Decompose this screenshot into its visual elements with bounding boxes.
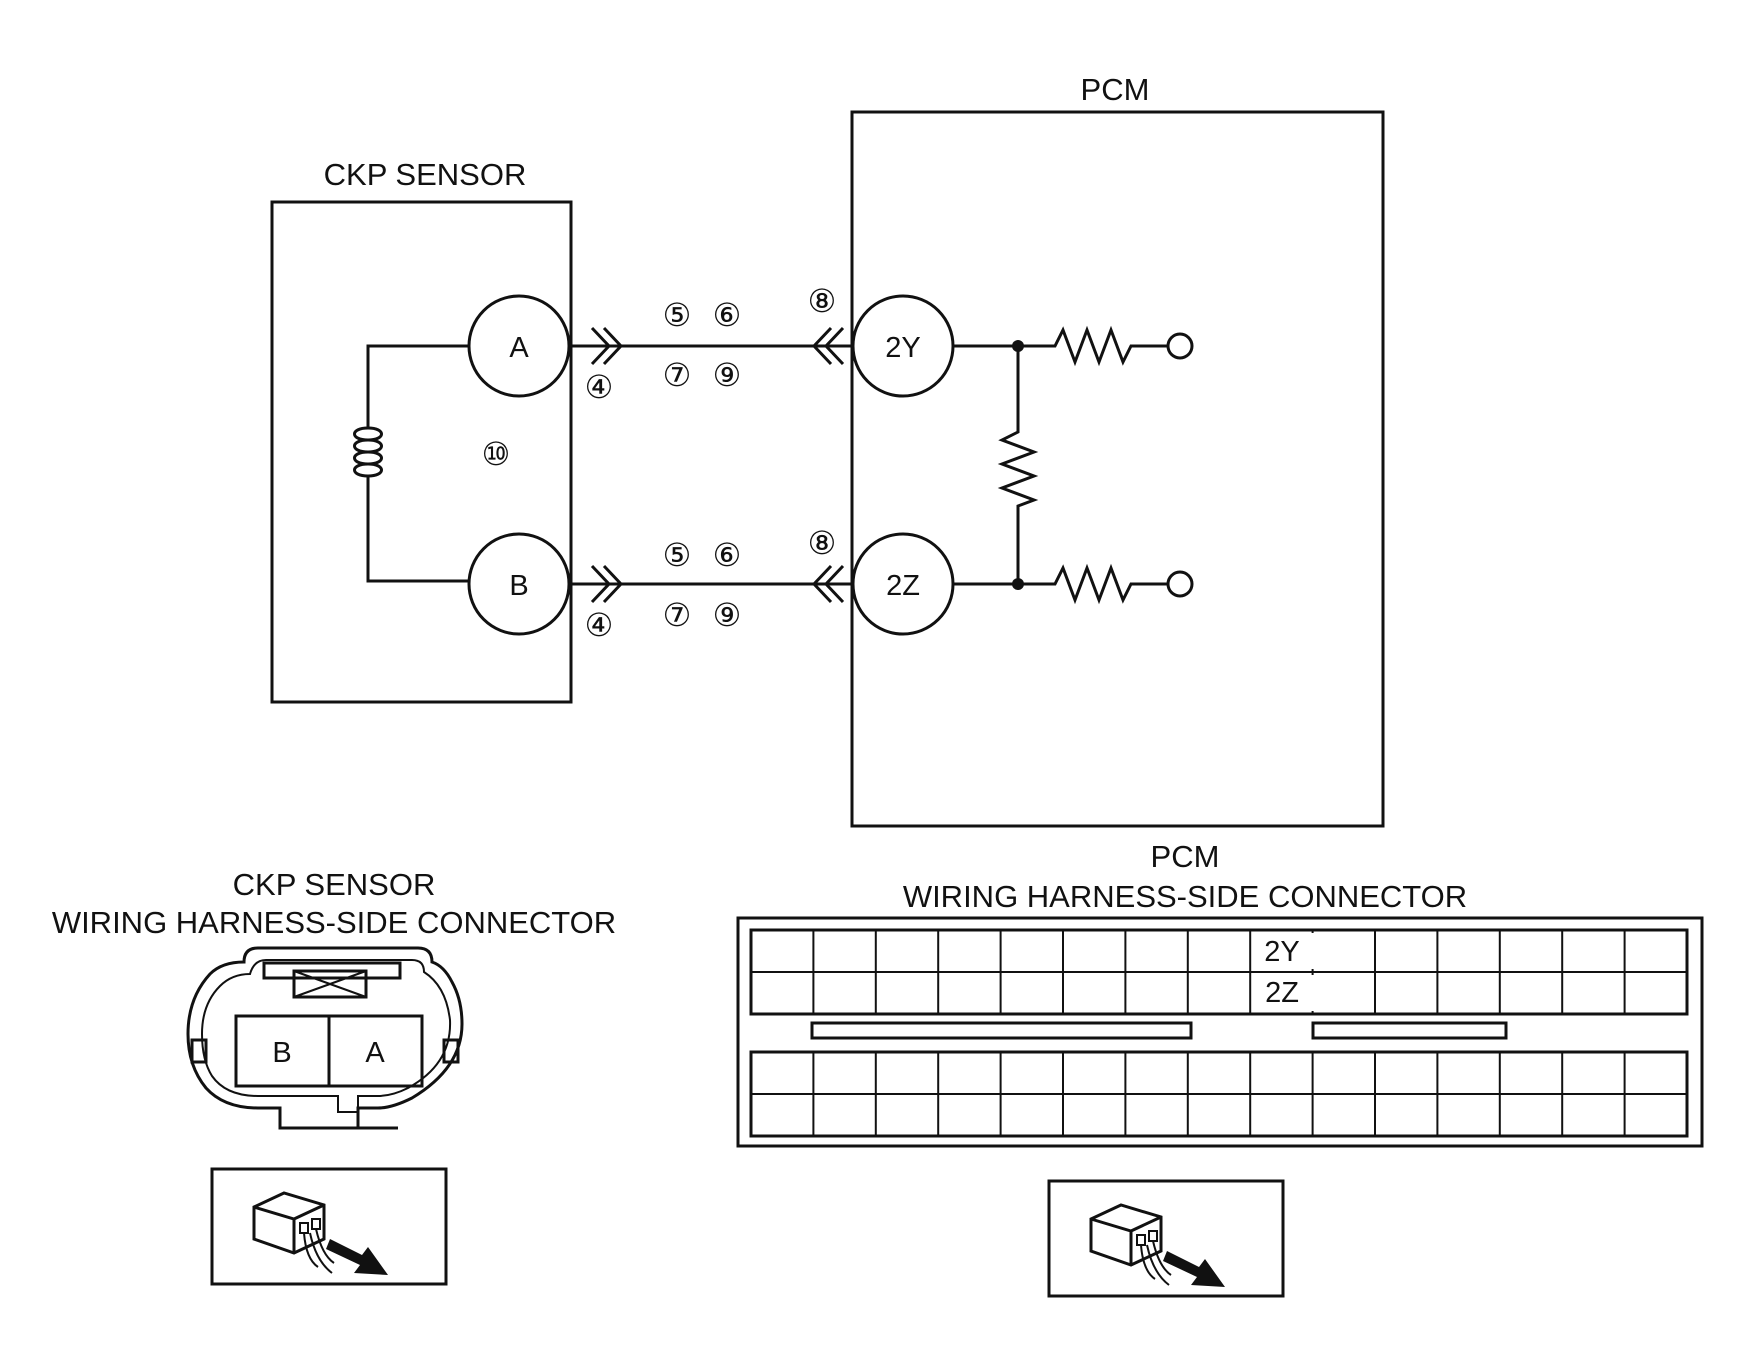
step-marker-10: ⑩	[482, 436, 511, 472]
ckp-pin-b-label: B	[509, 570, 528, 602]
resistor-vertical-icon	[997, 346, 1039, 584]
step-marker-5-b: ⑤	[663, 537, 692, 573]
step-marker-6-b: ⑥	[713, 537, 742, 573]
coil-wire-top	[366, 344, 469, 428]
connector-a-sensor-side-icon	[590, 326, 624, 366]
ckp-connector-latch-bar	[262, 961, 402, 980]
step-marker-9-a: ⑨	[713, 357, 742, 393]
coil-icon	[353, 426, 383, 478]
step-marker-4-a: ④	[585, 369, 614, 405]
pcm-connector-title-line1: PCM	[1151, 839, 1220, 874]
ckp-connector-pin-b: B	[272, 1037, 291, 1069]
ckp-connector-left-tab	[190, 1038, 208, 1064]
ckp-connector-inner-outline	[200, 959, 452, 1113]
pcm-connector-bottom-grid	[749, 1050, 1689, 1138]
ckp-sensor-box	[270, 200, 573, 704]
pcm-pin-2y-cell	[1254, 933, 1314, 969]
resistor-top-icon	[953, 325, 1168, 367]
ckp-connector-view: CKP SENSOR WIRING HARNESS-SIDE CONNECTOR…	[52, 867, 616, 1130]
ckp-connector-title-line1: CKP SENSOR	[233, 867, 436, 902]
connector-probe-icon	[210, 1167, 448, 1286]
pcm-pin-2z-cell	[1254, 975, 1314, 1011]
step-marker-7-b: ⑦	[663, 597, 692, 633]
junction-dot-top	[1012, 340, 1024, 352]
connector-b-pcm-side-icon	[811, 564, 845, 604]
pcm-connector-view: PCM WIRING HARNESS-SIDE CONNECTOR 2Y 2Z	[736, 839, 1704, 1148]
pcm-connector-title-line2: WIRING HARNESS-SIDE CONNECTOR	[903, 879, 1467, 914]
wire-a: ④ ⑤ ⑥ ⑦ ⑨ ⑧	[569, 283, 853, 405]
ckp-pin-a-label: A	[509, 332, 529, 364]
pcm-connector-outline	[736, 916, 1704, 1148]
pcm-block: PCM 2Y 2Z	[850, 72, 1385, 828]
step-marker-9-b: ⑨	[713, 597, 742, 633]
pcm-box	[850, 110, 1385, 828]
terminal-top-icon	[1166, 332, 1194, 360]
ckp-connector-title-line2: WIRING HARNESS-SIDE CONNECTOR	[52, 905, 616, 940]
ckp-sensor-title: CKP SENSOR	[324, 157, 527, 192]
pcm-connector-pin-2y: 2Y	[1264, 936, 1299, 968]
pcm-pin-2y-label: 2Y	[885, 332, 920, 364]
pcm-title: PCM	[1081, 72, 1150, 107]
ckp-sensor-block: CKP SENSOR A B ⑩	[270, 157, 573, 704]
step-marker-6-a: ⑥	[713, 297, 742, 333]
ckp-connector-outline	[186, 946, 464, 1130]
step-marker-5-a: ⑤	[663, 297, 692, 333]
coil-wire-bottom	[366, 476, 469, 583]
pcm-connector-key-slot-right	[1311, 1021, 1508, 1040]
ckp-connector-right-tab	[442, 1038, 460, 1064]
step-marker-4-b: ④	[585, 607, 614, 643]
wire-b: ④ ⑤ ⑥ ⑦ ⑨ ⑧	[569, 525, 853, 643]
ckp-connector-lock	[292, 969, 368, 999]
connector-b-sensor-side-icon	[590, 564, 624, 604]
pcm-pin-2z-label: 2Z	[886, 570, 920, 602]
connector-probe-icon	[1047, 1179, 1285, 1298]
step-marker-8-a: ⑧	[808, 283, 837, 319]
step-marker-8-b: ⑧	[808, 525, 837, 561]
pcm-connector-key-slot-left	[810, 1021, 1193, 1040]
pcm-connector-top-grid	[749, 928, 1689, 1016]
connector-a-pcm-side-icon	[811, 326, 845, 366]
step-marker-7-a: ⑦	[663, 357, 692, 393]
resistor-bottom-icon	[953, 563, 1168, 605]
ckp-connector-pin-a: A	[365, 1037, 385, 1069]
terminal-bottom-icon	[1166, 570, 1194, 598]
ckp-connector-lock-cross-icon	[293, 970, 367, 998]
pcm-connector-pin-2z: 2Z	[1265, 977, 1299, 1009]
junction-dot-bottom	[1012, 578, 1024, 590]
